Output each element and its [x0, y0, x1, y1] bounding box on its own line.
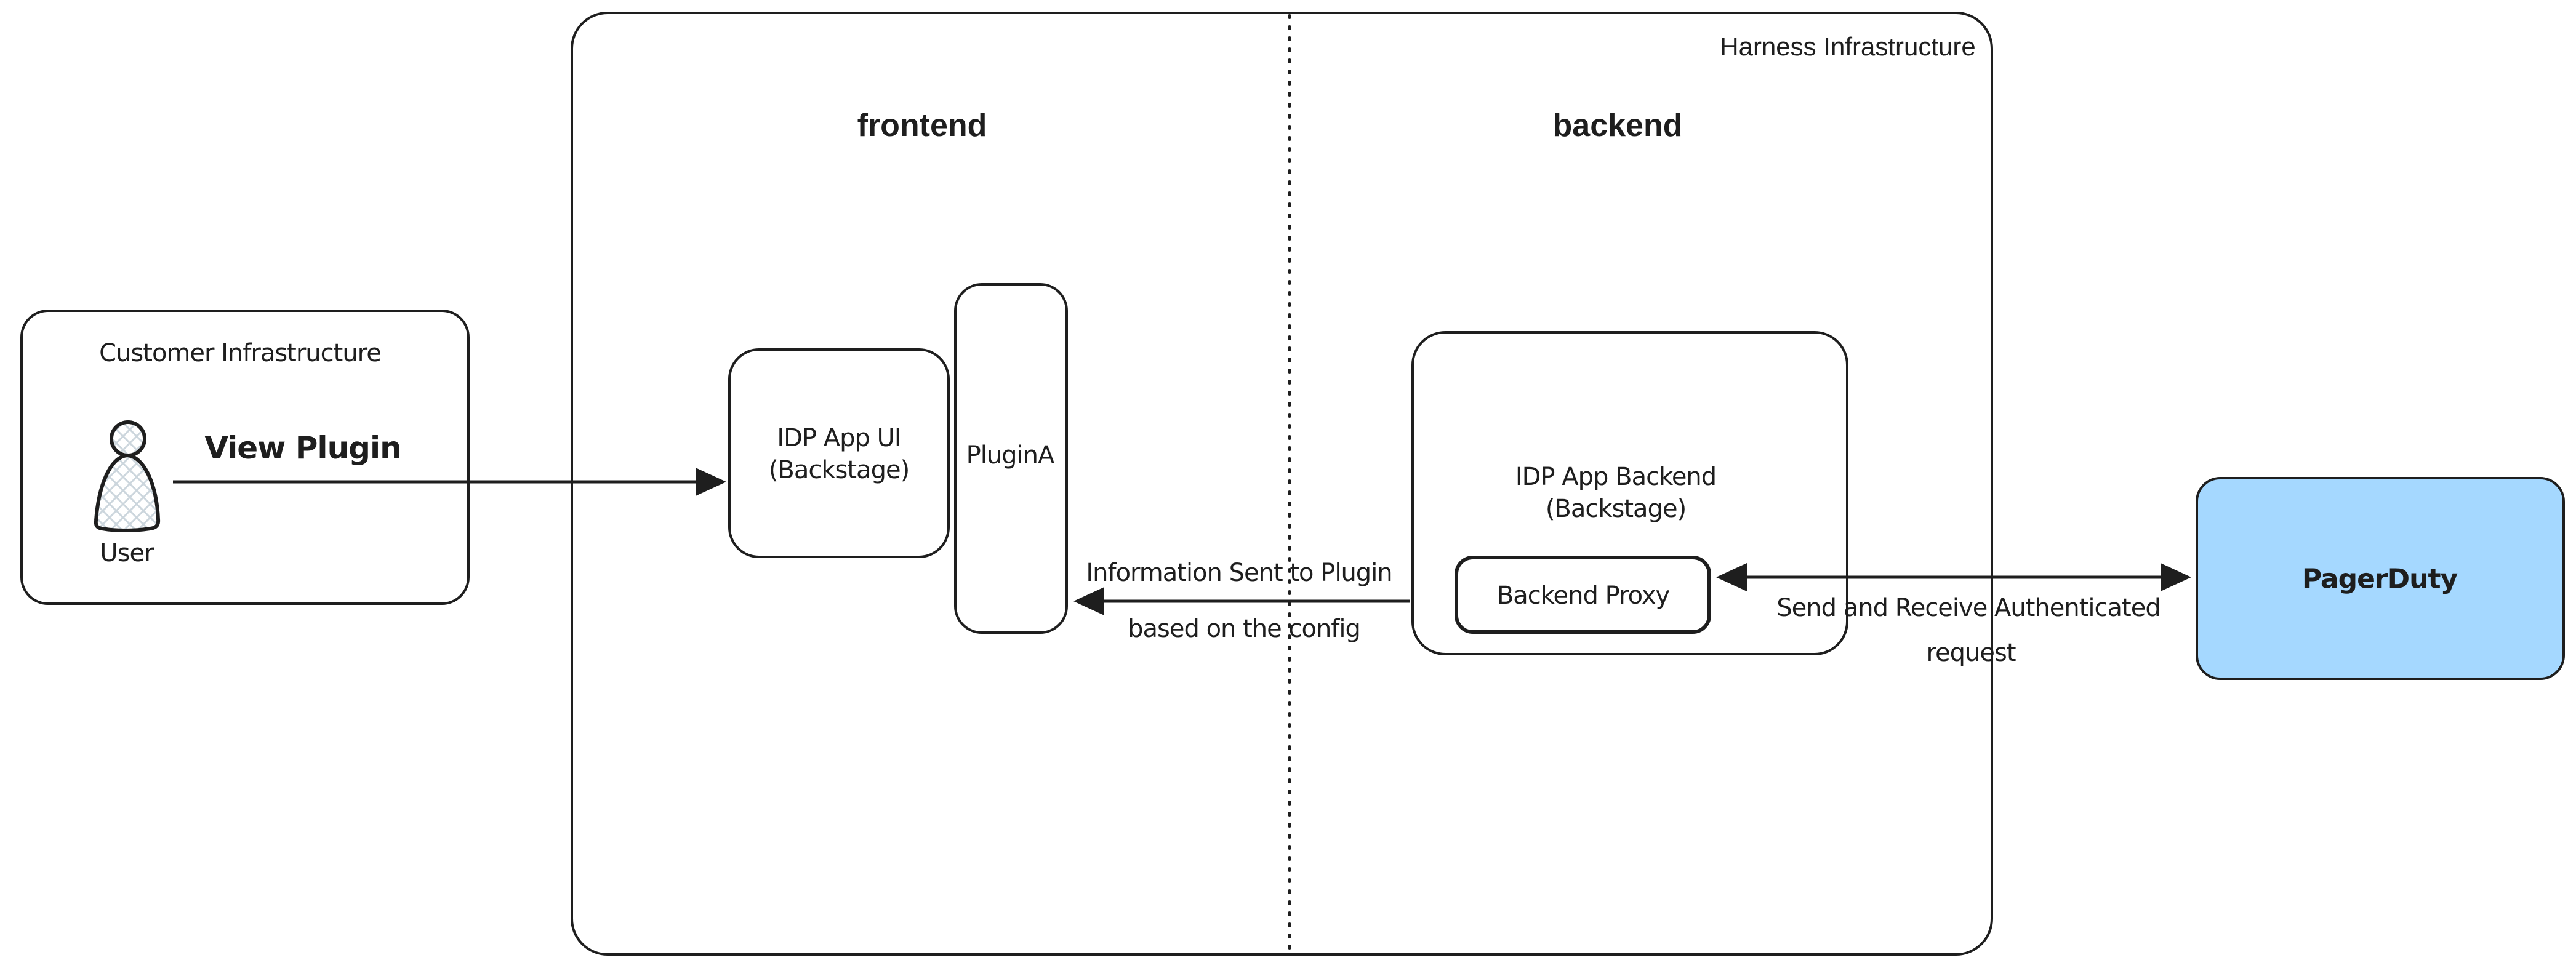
plugin-a-box — [954, 283, 1068, 634]
user-icon — [94, 420, 161, 532]
backend-section-title: backend — [1552, 108, 1683, 143]
idp-app-ui-label-line2: (Backstage) — [768, 456, 910, 484]
harness-infrastructure-box — [571, 12, 1993, 956]
send-receive-label-line2: request — [1926, 639, 2016, 667]
customer-infrastructure-box — [20, 310, 470, 605]
view-plugin-arrow — [173, 468, 726, 496]
send-receive-label-line1: Send and Receive Authenticated — [1776, 594, 2161, 622]
customer-infrastructure-title: Customer Infrastructure — [99, 339, 382, 367]
pagerduty-box — [2196, 477, 2565, 680]
plugin-a-label: PluginA — [966, 441, 1055, 470]
frontend-section-title: frontend — [857, 108, 987, 143]
pagerduty-label: PagerDuty — [2301, 563, 2458, 595]
idp-app-backend-label-line1: IDP App Backend — [1515, 463, 1717, 491]
idp-app-backend-box — [1411, 331, 1848, 655]
info-sent-label-line1: Information Sent to Plugin — [1086, 559, 1392, 587]
backend-proxy-box — [1455, 556, 1711, 634]
info-sent-label-line2: based on the config — [1128, 615, 1361, 643]
idp-app-ui-label-line1: IDP App UI — [777, 424, 901, 452]
info-sent-arrow — [1073, 587, 1410, 615]
idp-app-ui-box — [728, 348, 950, 558]
backend-proxy-label: Backend Proxy — [1496, 582, 1670, 610]
idp-app-backend-label-line2: (Backstage) — [1545, 495, 1687, 523]
view-plugin-label: View Plugin — [204, 430, 401, 466]
send-receive-arrow — [1716, 563, 2191, 591]
harness-infrastructure-title: Harness Infrastructure — [1720, 32, 1976, 61]
user-label: User — [100, 539, 154, 567]
